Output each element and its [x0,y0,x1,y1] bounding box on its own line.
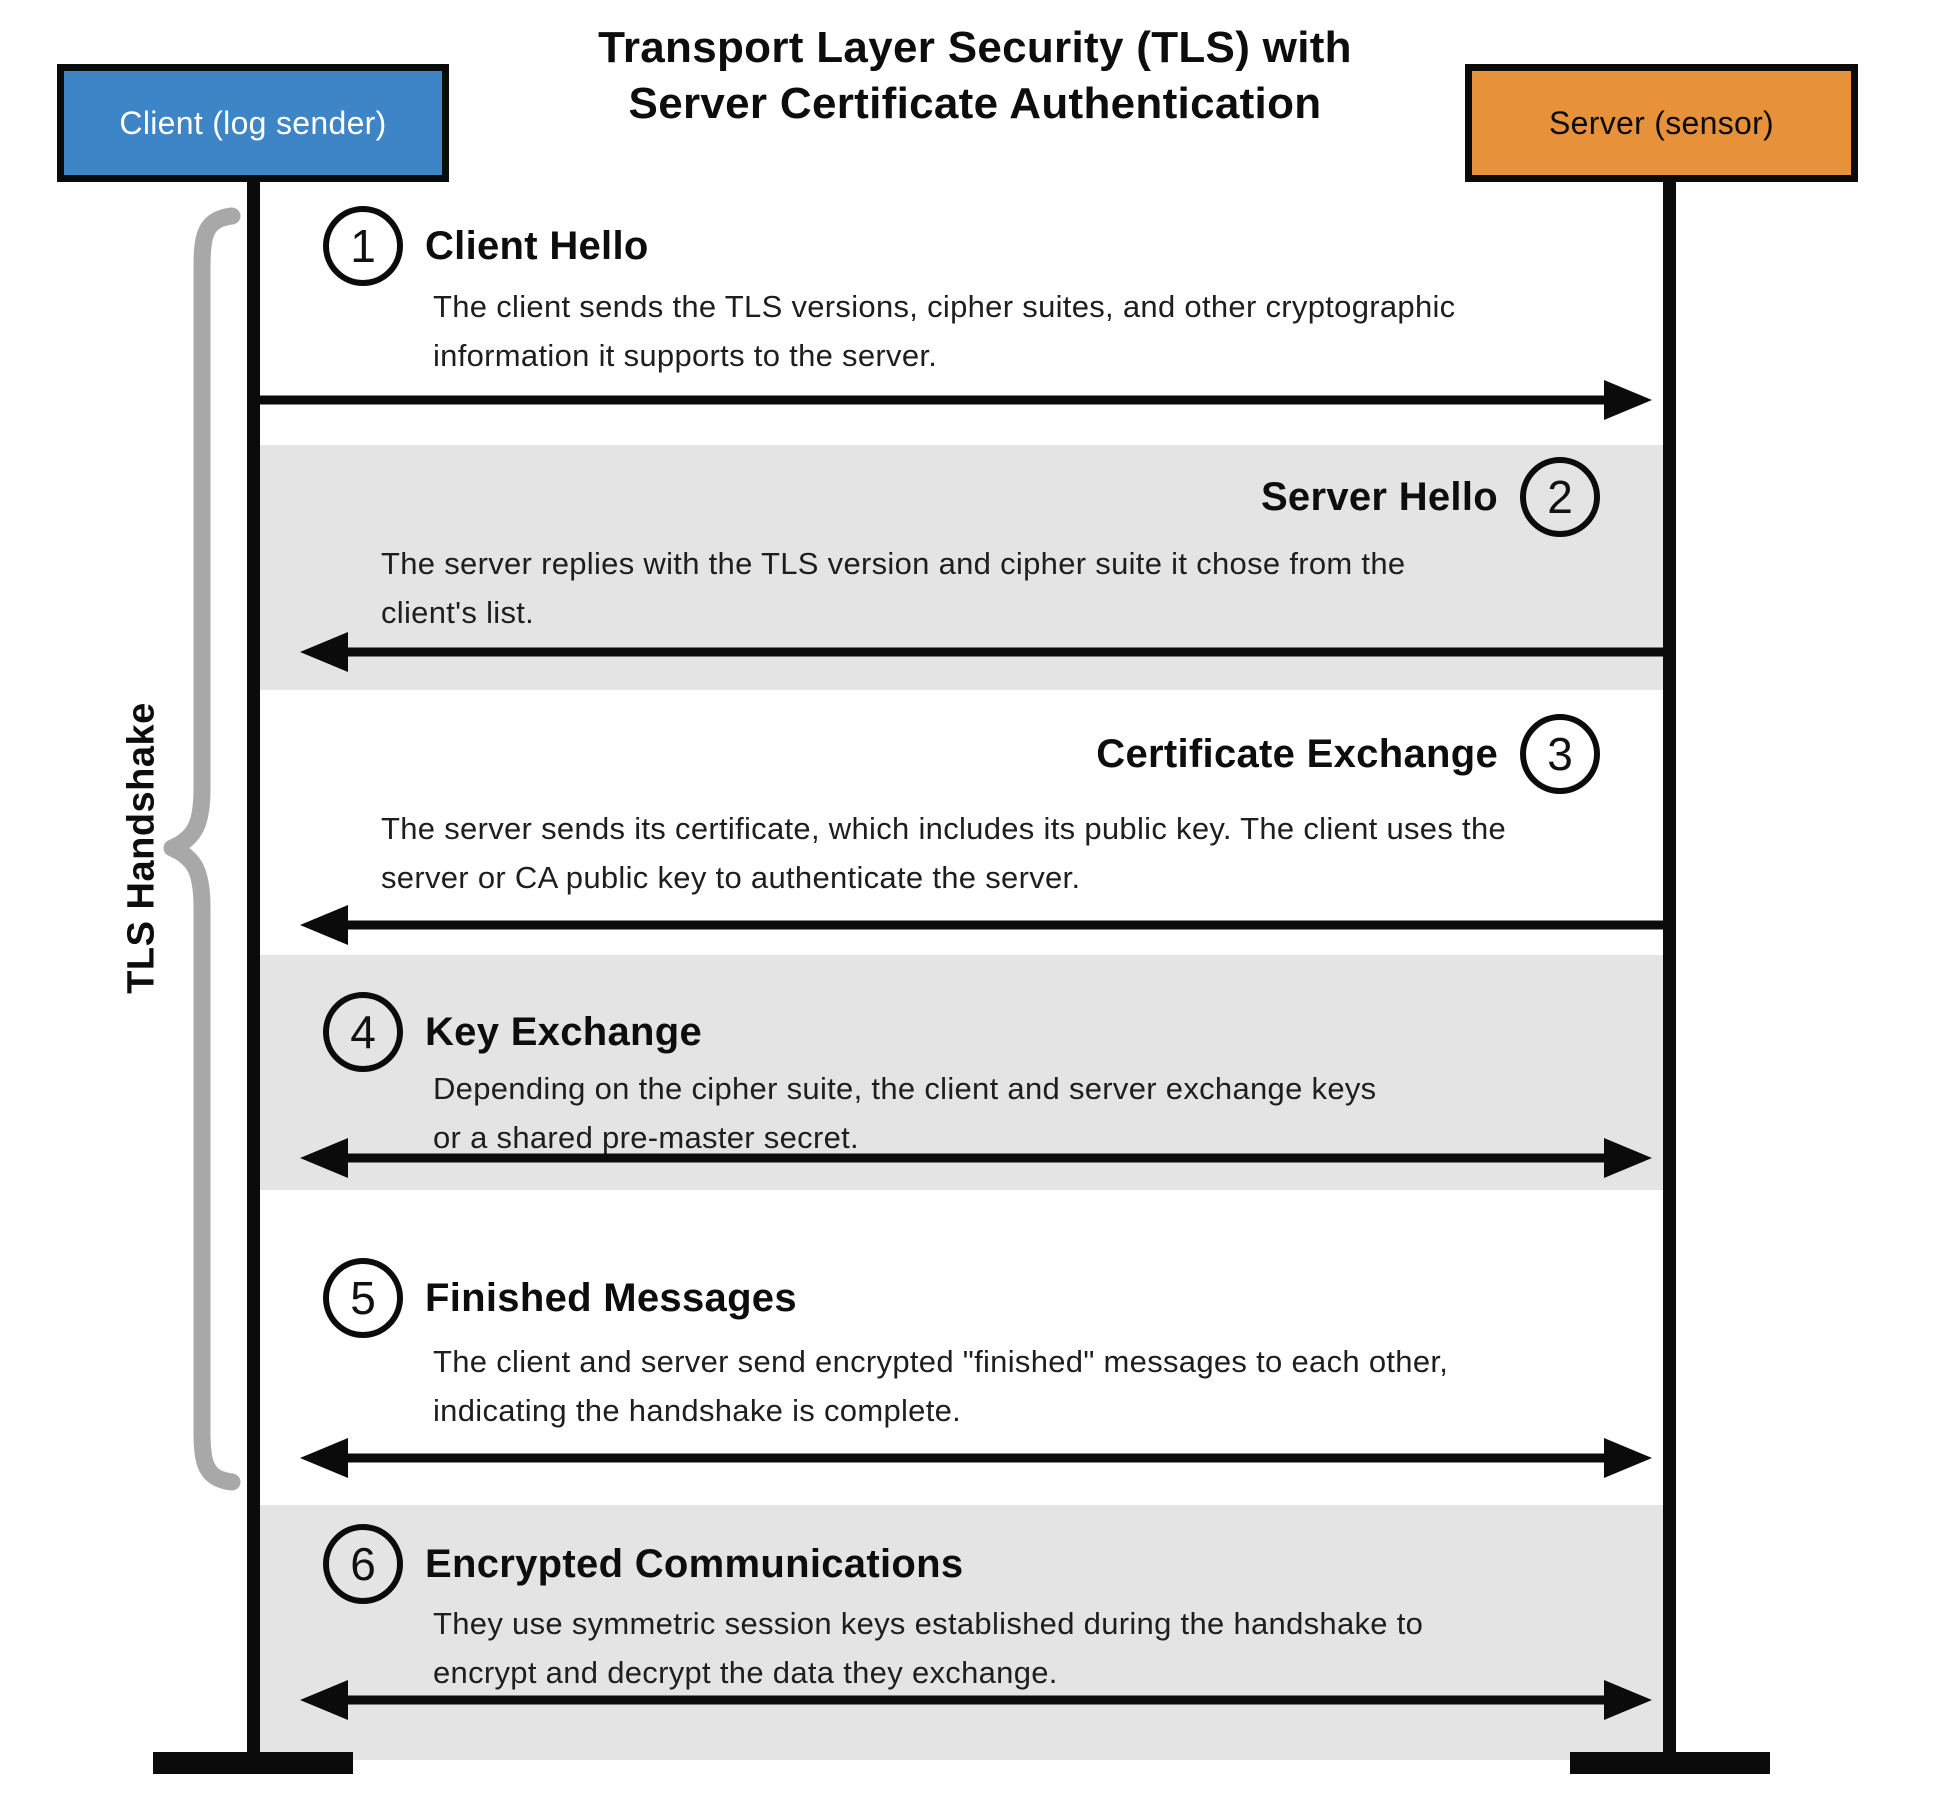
step-description: The client sends the TLS versions, ciphe… [433,289,1456,373]
diagram-title-line2: Server Certificate Authentication [628,78,1322,128]
step-title: Finished Messages [425,1275,797,1320]
step-description: The server replies with the TLS version … [381,546,1406,630]
step-number-badge: 3 [1520,714,1600,794]
step-title: Certificate Exchange [1096,731,1498,776]
step-number-badge: 2 [1520,457,1600,537]
step-band [253,1505,1672,1760]
server-lifeline [1663,182,1676,1774]
tls-handshake-label: TLS Handshake [120,702,163,994]
step-head: 3 Certificate Exchange [1096,712,1600,796]
step-description: The client and server send encrypted "fi… [433,1344,1449,1428]
client-lifeline-foot [153,1752,353,1774]
step-title: Client Hello [425,223,649,268]
step-number-badge: 1 [323,206,403,286]
step-head: 6 Encrypted Communications [323,1522,963,1606]
step-description: They use symmetric session keys establis… [433,1606,1424,1690]
step-band [253,955,1672,1190]
step-number-badge: 6 [323,1524,403,1604]
message-arrow [300,1680,1652,1720]
step-title: Key Exchange [425,1009,703,1054]
message-arrow [300,1438,1652,1478]
step-head: 5 Finished Messages [323,1256,797,1340]
step-title: Server Hello [1260,474,1498,519]
step-head: 1 Client Hello [323,204,649,288]
step-number-badge: 4 [323,992,403,1072]
step-description: Depending on the cipher suite, the clien… [433,1071,1377,1155]
message-arrow [300,632,1670,672]
actor-client-box: Client (log sender) [57,64,449,182]
diagram-title-line1: Transport Layer Security (TLS) with [598,23,1352,72]
message-arrow [252,380,1652,420]
step-title: Encrypted Communications [425,1541,964,1586]
client-lifeline [247,182,260,1774]
actor-server-box: Server (sensor) [1465,64,1858,182]
step-number-badge: 5 [323,1258,403,1338]
step-head: 2 Server Hello [1261,455,1600,539]
server-lifeline-foot [1570,1752,1770,1774]
step-description: The server sends its certificate, which … [381,811,1507,895]
message-arrow [300,1138,1652,1178]
message-arrow [300,905,1670,945]
diagram-title: Transport Layer Security (TLS) with Serv… [475,20,1475,132]
step-head: 4 Key Exchange [323,990,702,1074]
